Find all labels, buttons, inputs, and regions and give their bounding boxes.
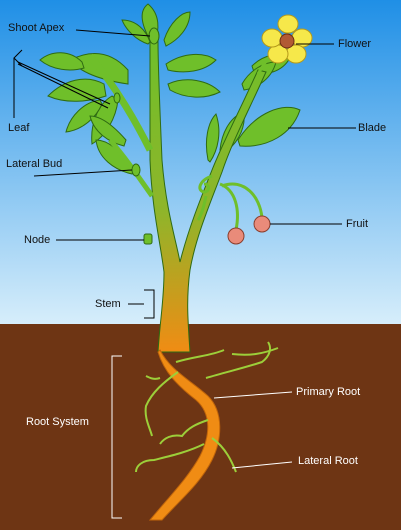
leaf-top-left-5 bbox=[65, 99, 103, 133]
leader-root-system-bracket bbox=[111, 355, 122, 519]
soil bbox=[0, 324, 401, 530]
leader-stem-bracket bbox=[144, 289, 155, 319]
shoot-apex bbox=[148, 27, 160, 45]
lateral-root-4 bbox=[159, 419, 209, 445]
leader-primary-root bbox=[213, 391, 293, 399]
roots bbox=[135, 341, 279, 521]
label-stem: Stem bbox=[95, 298, 121, 310]
label-shoot-apex: Shoot Apex bbox=[8, 22, 65, 34]
leader-leaf-3 bbox=[17, 63, 109, 109]
label-fruit: Fruit bbox=[346, 218, 368, 230]
label-flower: Flower bbox=[338, 38, 372, 50]
leader-shoot-apex bbox=[75, 29, 151, 37]
leaf-top-center-2 bbox=[163, 11, 191, 47]
leaf-blade bbox=[237, 106, 301, 147]
fruit-2 bbox=[253, 215, 271, 233]
lateral-root-3 bbox=[144, 371, 179, 437]
leader-lines bbox=[13, 29, 356, 519]
label-lateral-bud: Lateral Bud bbox=[6, 158, 63, 170]
lateral-root-5 bbox=[135, 443, 205, 473]
tendril-2 bbox=[196, 195, 208, 221]
main-stem bbox=[149, 39, 267, 353]
label-primary-root: Primary Root bbox=[296, 386, 361, 398]
label-leaf: Leaf bbox=[8, 122, 30, 134]
lateral-root-6 bbox=[211, 437, 237, 473]
leader-leaf-2 bbox=[17, 61, 111, 105]
flower bbox=[261, 14, 313, 64]
lateral-root-2 bbox=[205, 341, 271, 379]
stems bbox=[87, 27, 283, 353]
flower-center bbox=[279, 33, 295, 49]
leaf-right-3 bbox=[205, 113, 220, 163]
primary-root bbox=[148, 349, 221, 521]
lower-left-petiole bbox=[108, 138, 155, 198]
leader-lateral-root bbox=[231, 461, 293, 469]
tendril-1 bbox=[198, 174, 213, 194]
label-lateral-root: Lateral Root bbox=[298, 455, 358, 467]
upper-bud bbox=[113, 92, 121, 104]
fruit-stalk-2 bbox=[221, 182, 264, 219]
leaf-top-center-4 bbox=[165, 54, 217, 73]
lateral-root-7 bbox=[145, 375, 161, 380]
leader-lateral-bud bbox=[33, 169, 133, 177]
label-node: Node bbox=[24, 234, 51, 246]
label-root-system: Root System bbox=[26, 416, 89, 428]
leaves bbox=[39, 3, 301, 175]
fruit-1 bbox=[227, 227, 245, 245]
lateral-root-1 bbox=[175, 349, 225, 363]
lateral-root-8 bbox=[231, 347, 279, 356]
node-bump bbox=[143, 233, 153, 245]
lateral-bud bbox=[131, 163, 141, 177]
leaf-top-center-5 bbox=[167, 79, 221, 98]
label-blade: Blade bbox=[358, 122, 387, 134]
leaf-top-left-4 bbox=[39, 52, 85, 71]
